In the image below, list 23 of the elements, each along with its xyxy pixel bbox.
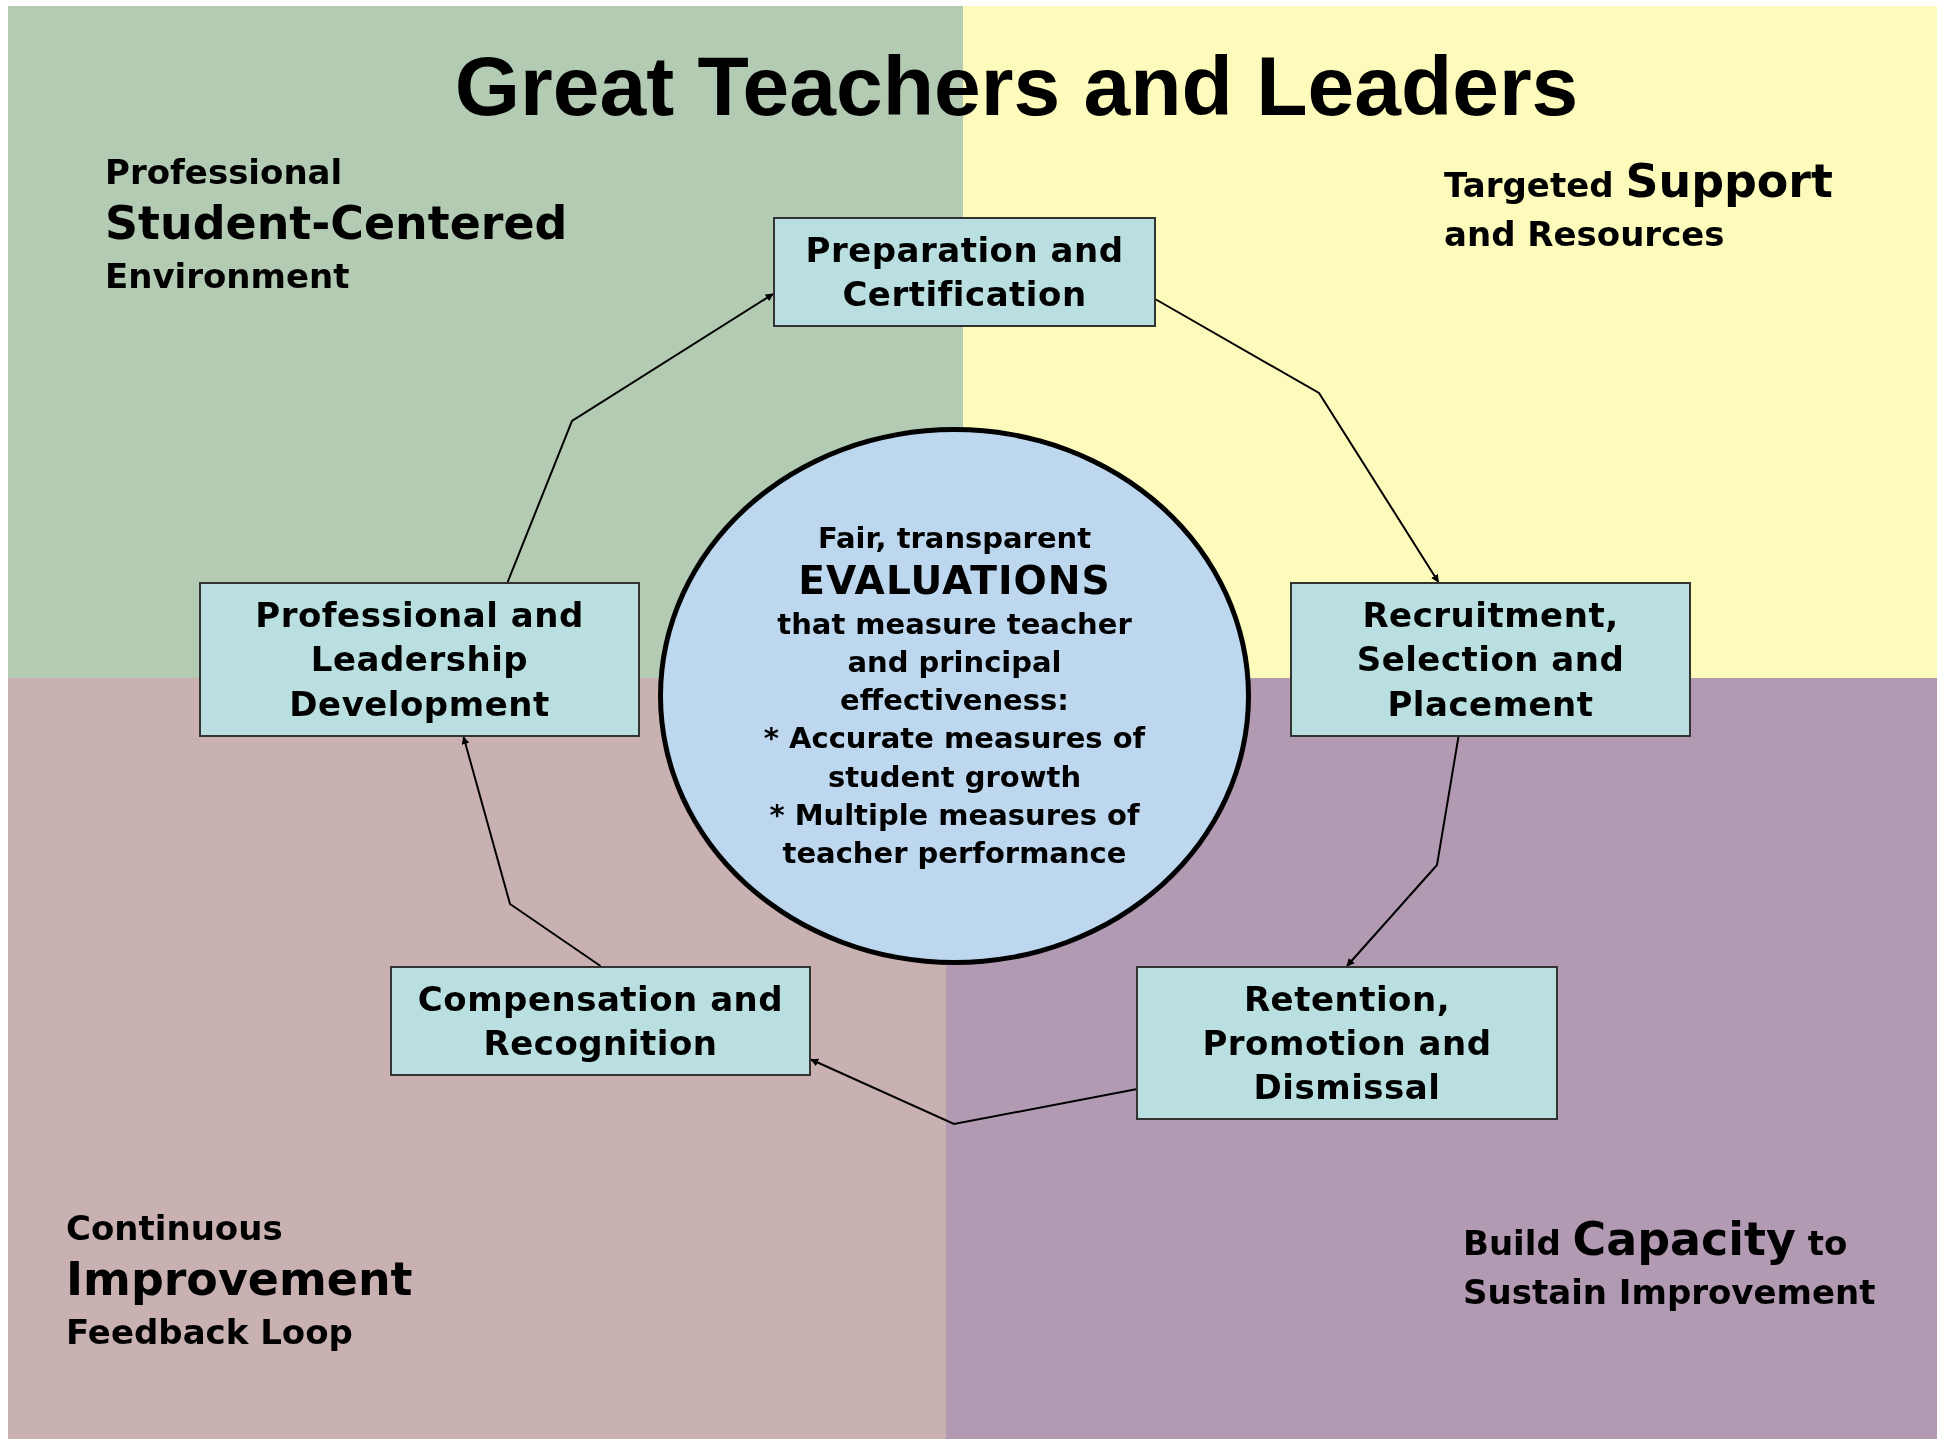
bullet-text: * Accurate measures of student growth bbox=[762, 720, 1147, 796]
process-box bbox=[773, 217, 1156, 327]
process-box bbox=[1136, 966, 1558, 1120]
arrow bbox=[1155, 298, 1440, 583]
arrow bbox=[461, 736, 602, 967]
box-label: Professional and Leadership Development bbox=[254, 594, 585, 726]
circle-heading: Fair, transparent EVALUATIONS that measure teacher and principal effectiveness: bbox=[776, 520, 1133, 720]
bullet-text: * Multiple measures of teacher performance bbox=[768, 797, 1141, 873]
quadrant-label: Continuous Improvement Feedback Loop bbox=[66, 1207, 414, 1354]
diagram-title: Great Teachers and Leaders bbox=[453, 38, 1580, 135]
process-box bbox=[1290, 582, 1691, 737]
arrow bbox=[1346, 736, 1460, 967]
arrow bbox=[506, 293, 774, 583]
process-box bbox=[199, 582, 640, 737]
box-label: Preparation and Certification bbox=[804, 228, 1125, 316]
quadrant-label: Build Capacity to Sustain Improvement bbox=[1463, 1211, 1877, 1314]
arrow bbox=[810, 1058, 1137, 1126]
quadrant-label: Targeted Support and Resources bbox=[1444, 153, 1834, 256]
box-label: Compensation and Recognition bbox=[416, 977, 785, 1065]
box-label: Retention, Promotion and Dismissal bbox=[1201, 977, 1493, 1110]
process-box bbox=[390, 966, 811, 1076]
box-label: Recruitment, Selection and Placement bbox=[1355, 594, 1626, 726]
quadrant-label: Professional Student-Centered Environment bbox=[105, 151, 569, 298]
